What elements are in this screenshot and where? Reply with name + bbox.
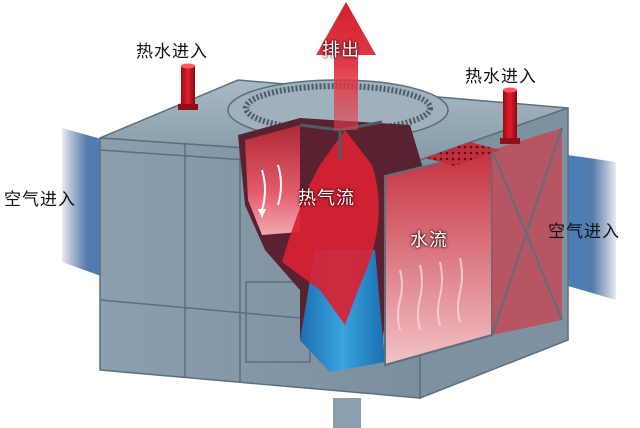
hot-airflow-stream xyxy=(282,130,379,325)
label-exhaust: 排出 xyxy=(322,40,360,61)
label-air-in-left: 空气进入 xyxy=(4,190,76,210)
fill-chamber-right xyxy=(384,148,493,367)
distribution-tray xyxy=(425,142,500,166)
exhaust-arrow xyxy=(316,2,376,130)
side-bracing xyxy=(491,127,563,336)
fan-grille xyxy=(243,83,433,133)
label-water-flow: 水流 xyxy=(410,230,448,251)
fill-media-left xyxy=(245,125,300,235)
label-hot-water-in-left: 热水进入 xyxy=(136,42,208,62)
cold-water-outlet xyxy=(333,398,361,428)
air-inflow-right xyxy=(568,155,616,300)
label-hot-water-in-right: 热水进入 xyxy=(465,67,537,87)
label-hot-airflow: 热气流 xyxy=(298,188,355,209)
airflow-arrowhead-left xyxy=(258,209,266,218)
water-drip-streaks xyxy=(397,257,463,331)
label-air-in-right: 空气进入 xyxy=(548,222,620,242)
airflow-arrows-left xyxy=(261,164,282,211)
hot-water-pipe-left xyxy=(178,63,198,110)
hot-water-pipe-right xyxy=(500,87,520,144)
